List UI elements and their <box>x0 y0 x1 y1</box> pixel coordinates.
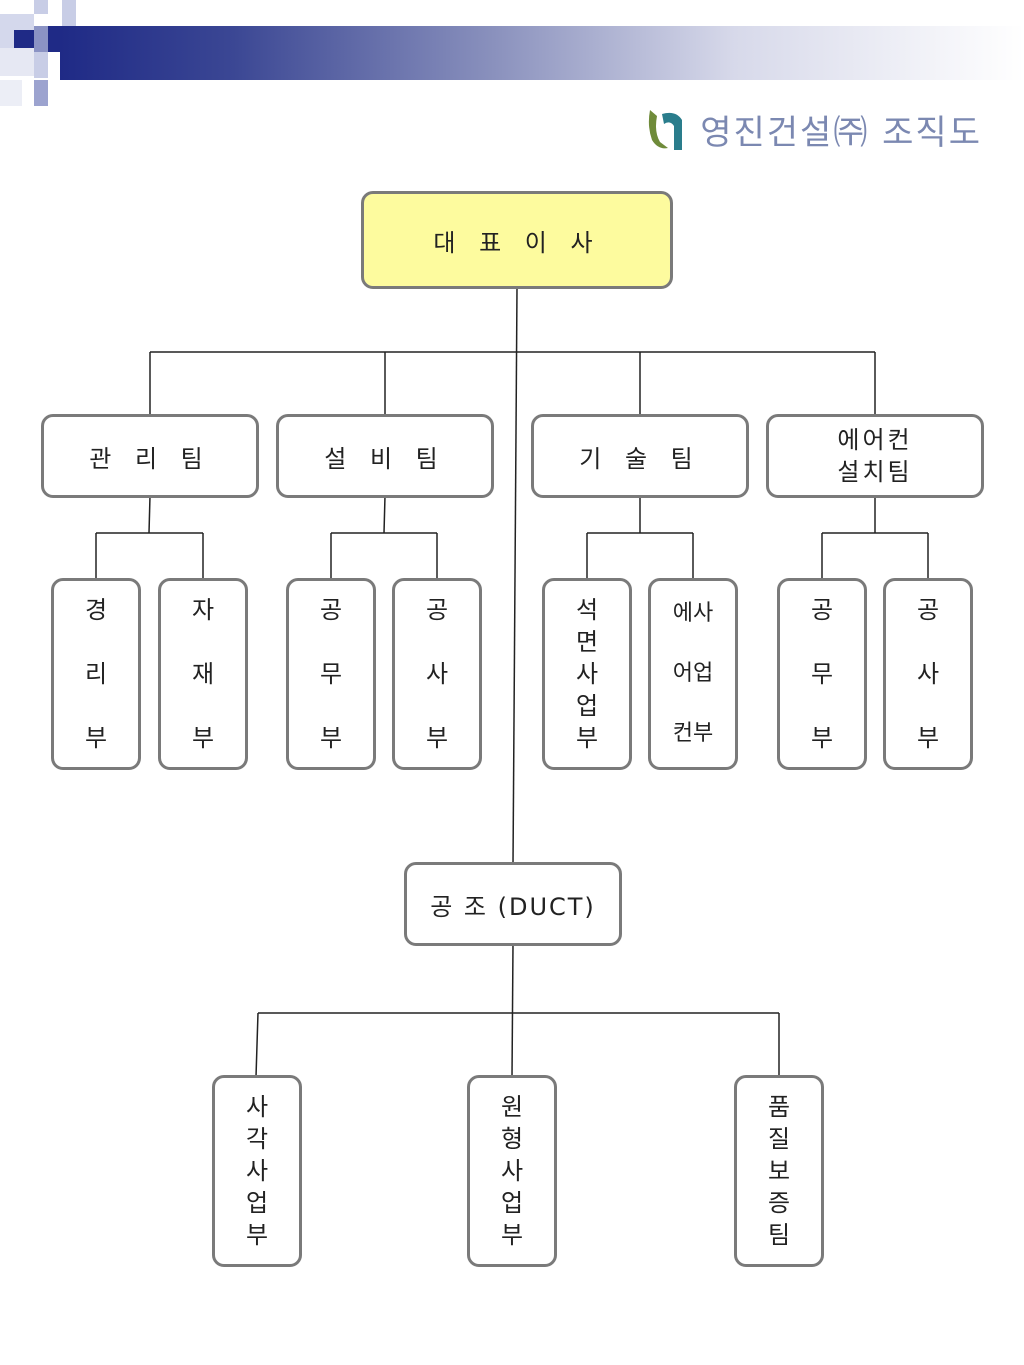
facility-team-box: 설 비 팀 <box>276 414 494 498</box>
header-deco-square <box>48 26 62 52</box>
header-deco-square <box>0 80 22 106</box>
asbestos-dept-label: 석 면 사 업 부 <box>575 596 599 752</box>
header-gradient-bar <box>60 26 1024 80</box>
header-deco-square <box>62 0 76 26</box>
aircon-works-dept-box: 공 사 부 <box>883 578 973 770</box>
header-deco-square <box>34 0 48 14</box>
page-title-area: 영진건설㈜ 조직도 <box>646 104 982 154</box>
facility-works-dept-label: 공 사 부 <box>425 596 449 752</box>
aircon-team-box: 에어컨 설치팀 <box>766 414 984 498</box>
asbestos-dept-box: 석 면 사 업 부 <box>542 578 632 770</box>
facility-works-dept-box: 공 사 부 <box>392 578 482 770</box>
header-deco-square <box>0 48 34 76</box>
round-duct-dept-label: 원 형 사 업 부 <box>500 1093 524 1249</box>
ceo-label: 대 표 이 사 <box>433 228 601 257</box>
accounting-dept-label: 경 리 부 <box>84 596 108 752</box>
square-duct-dept-label: 사 각 사 업 부 <box>245 1093 269 1249</box>
materials-dept-box: 자 재 부 <box>158 578 248 770</box>
quality-assurance-team-label: 품 질 보 증 팀 <box>767 1093 791 1249</box>
facility-affairs-dept-box: 공 무 부 <box>286 578 376 770</box>
square-duct-dept-box: 사 각 사 업 부 <box>212 1075 302 1267</box>
page-title: 영진건설㈜ 조직도 <box>700 112 982 153</box>
header-deco-square <box>34 80 48 106</box>
ceo-box: 대 표 이 사 <box>361 191 673 289</box>
management-team-box: 관 리 팀 <box>41 414 259 498</box>
materials-dept-label: 자 재 부 <box>191 596 215 752</box>
aircon-business-dept-label: 에사 어업 컨부 <box>672 601 714 746</box>
accounting-dept-box: 경 리 부 <box>51 578 141 770</box>
duct-division-box: 공 조 (DUCT) <box>404 862 622 946</box>
round-duct-dept-box: 원 형 사 업 부 <box>467 1075 557 1267</box>
aircon-works-dept-label: 공 사 부 <box>916 596 940 752</box>
technical-team-label: 기 술 팀 <box>579 444 701 473</box>
aircon-affairs-dept-box: 공 무 부 <box>777 578 867 770</box>
header-deco-square <box>34 52 48 78</box>
header-deco-square <box>14 30 34 50</box>
facility-team-label: 설 비 팀 <box>324 444 446 473</box>
duct-division-label: 공 조 (DUCT) <box>430 892 596 921</box>
aircon-business-dept-box: 에사 어업 컨부 <box>648 578 738 770</box>
aircon-affairs-dept-label: 공 무 부 <box>810 596 834 752</box>
company-logo-icon <box>649 110 683 150</box>
management-team-label: 관 리 팀 <box>89 444 211 473</box>
facility-affairs-dept-label: 공 무 부 <box>319 596 343 752</box>
quality-assurance-team-box: 품 질 보 증 팀 <box>734 1075 824 1267</box>
technical-team-box: 기 술 팀 <box>531 414 749 498</box>
aircon-team-label: 에어컨 설치팀 <box>837 426 913 486</box>
